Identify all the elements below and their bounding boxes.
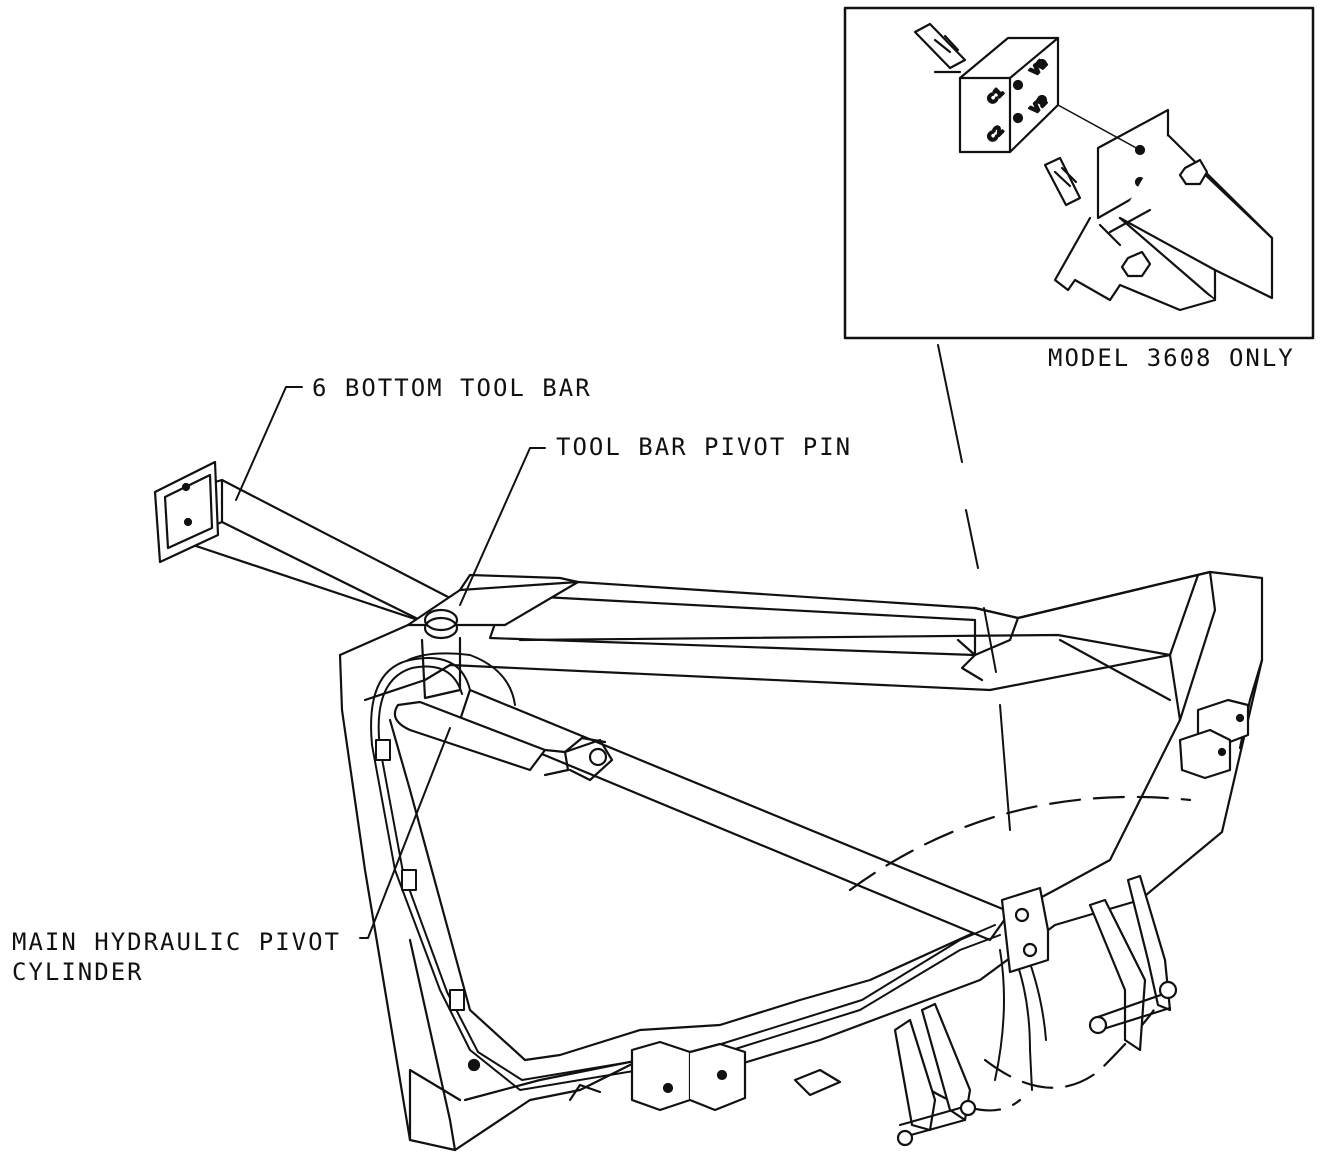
hydraulic-fittings [913, 22, 1082, 207]
cylinder-leader [359, 727, 451, 939]
hydraulic-cylinder [393, 700, 614, 782]
hydraulic-hoses [370, 652, 1047, 1091]
inset-detail: C1 C2 V1 V2 [843, 6, 1315, 340]
cylinder-label-line2: CYLINDER [12, 958, 144, 986]
tool-bar [153, 460, 580, 700]
mounting-plate [1053, 104, 1274, 312]
inset-border [843, 6, 1315, 340]
inset-leader-line [937, 344, 1011, 831]
tool-bar-leader [235, 386, 303, 501]
pivot-pin-label: TOOL BAR PIVOT PIN [556, 433, 853, 461]
pivot-pin-leader [459, 447, 546, 606]
mounting-brackets [630, 698, 1250, 1147]
model-note-label: MODEL 3608 ONLY [1048, 344, 1295, 372]
tool-bar-label: 6 BOTTOM TOOL BAR [312, 374, 592, 402]
valve-block: C1 C2 V1 V2 [958, 36, 1060, 154]
cylinder-label-line1: MAIN HYDRAULIC PIVOT [12, 928, 341, 956]
